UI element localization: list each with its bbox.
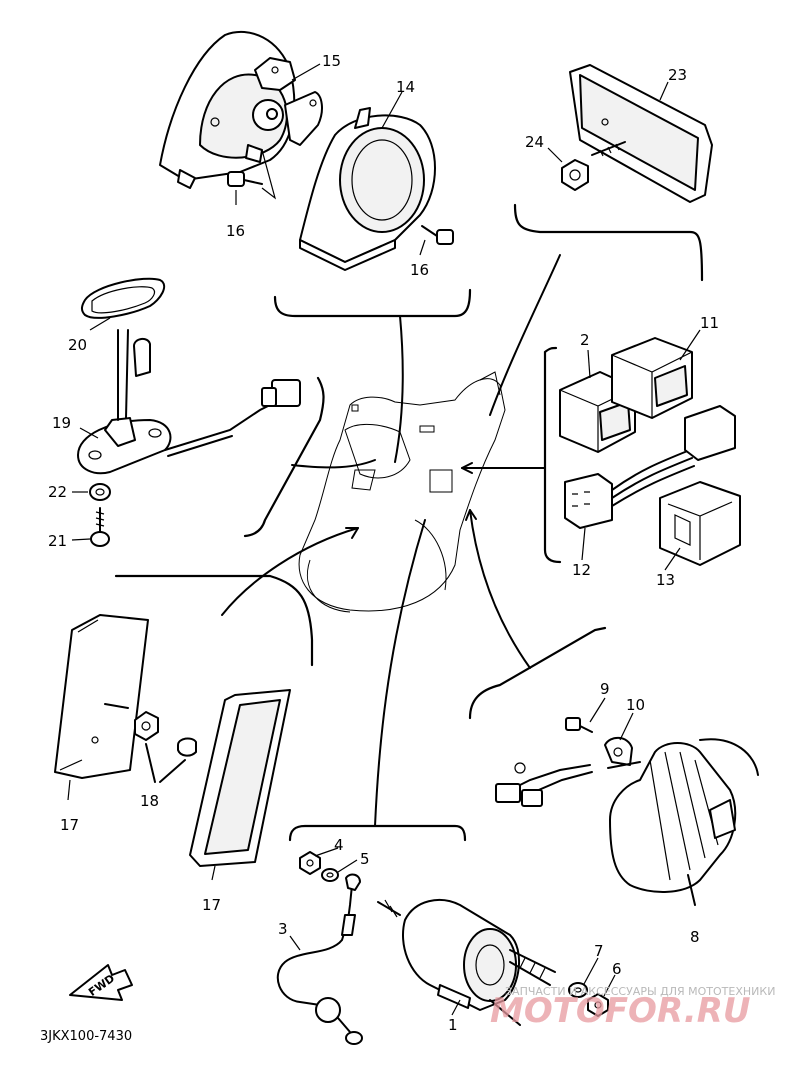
callout-8: 8 — [690, 928, 700, 946]
bolt-16b — [421, 225, 454, 245]
callout-24: 24 — [525, 133, 544, 151]
fuel-sender-19 — [77, 329, 301, 475]
nut-18 — [134, 711, 197, 783]
motorcycle-outline — [298, 371, 506, 613]
clamp-10 — [604, 736, 633, 766]
bolt-16a — [227, 171, 263, 187]
reflector-17b — [189, 689, 291, 867]
callout-20: 20 — [68, 336, 87, 354]
diagram-code: 3JKX100-7430 — [40, 1029, 132, 1044]
callout-13: 13 — [656, 571, 675, 589]
washer-7 — [568, 982, 588, 998]
callout-17a: 17 — [60, 816, 79, 834]
nut-24 — [561, 141, 626, 191]
reflector-17a — [54, 614, 149, 779]
callout-7: 7 — [594, 942, 604, 960]
nut-4 — [299, 851, 321, 875]
watermark: ЗАПЧАСТИ И АКСЕССУАРЫ ДЛЯ МОТОТЕХНИКИ MO… — [490, 985, 775, 1031]
callout-10: 10 — [626, 696, 645, 714]
horn-15 — [159, 30, 323, 189]
callout-numbers: 15 14 16 16 23 24 20 19 22 21 2 11 12 13… — [48, 52, 719, 1034]
callout-leaders — [67, 63, 701, 1016]
group-brackets — [114, 203, 704, 842]
callout-19: 19 — [52, 414, 71, 432]
starter-relay-1 — [377, 899, 556, 1026]
callout-4: 4 — [334, 836, 344, 854]
callout-17b: 17 — [202, 896, 221, 914]
callout-9: 9 — [600, 680, 610, 698]
callout-12: 12 — [572, 561, 591, 579]
fwd-arrow: FWD — [69, 964, 133, 1001]
callout-3: 3 — [278, 920, 288, 938]
callout-23: 23 — [668, 66, 687, 84]
callout-6: 6 — [612, 960, 622, 978]
screw-21 — [90, 507, 110, 547]
regulator-8 — [495, 738, 759, 906]
nut-6 — [587, 993, 609, 1017]
callout-21: 21 — [48, 532, 67, 550]
lead-wire-3 — [276, 873, 363, 1045]
watermark-brand: MOTOFOR.RU — [490, 991, 750, 1031]
group-leaders — [221, 254, 561, 827]
callout-15: 15 — [322, 52, 341, 70]
coupler-13 — [659, 481, 741, 566]
connector-12 — [564, 405, 736, 529]
callout-22: 22 — [48, 483, 67, 501]
callout-1: 1 — [448, 1016, 458, 1034]
callout-5: 5 — [360, 850, 370, 868]
callout-16b: 16 — [410, 261, 429, 279]
washer-22 — [89, 483, 111, 501]
horn-14 — [299, 107, 436, 271]
callout-11: 11 — [700, 314, 719, 332]
callout-14: 14 — [396, 78, 415, 96]
relay-11 — [611, 337, 693, 419]
washer-5 — [321, 868, 339, 882]
tail-light-23 — [569, 64, 713, 203]
callout-16a: 16 — [226, 222, 245, 240]
watermark-tagline: ЗАПЧАСТИ И АКСЕССУАРЫ ДЛЯ МОТОТЕХНИКИ — [505, 985, 775, 998]
bolt-9 — [565, 717, 593, 733]
gasket-20 — [81, 277, 166, 319]
callout-18: 18 — [140, 792, 159, 810]
callout-2: 2 — [580, 331, 590, 349]
